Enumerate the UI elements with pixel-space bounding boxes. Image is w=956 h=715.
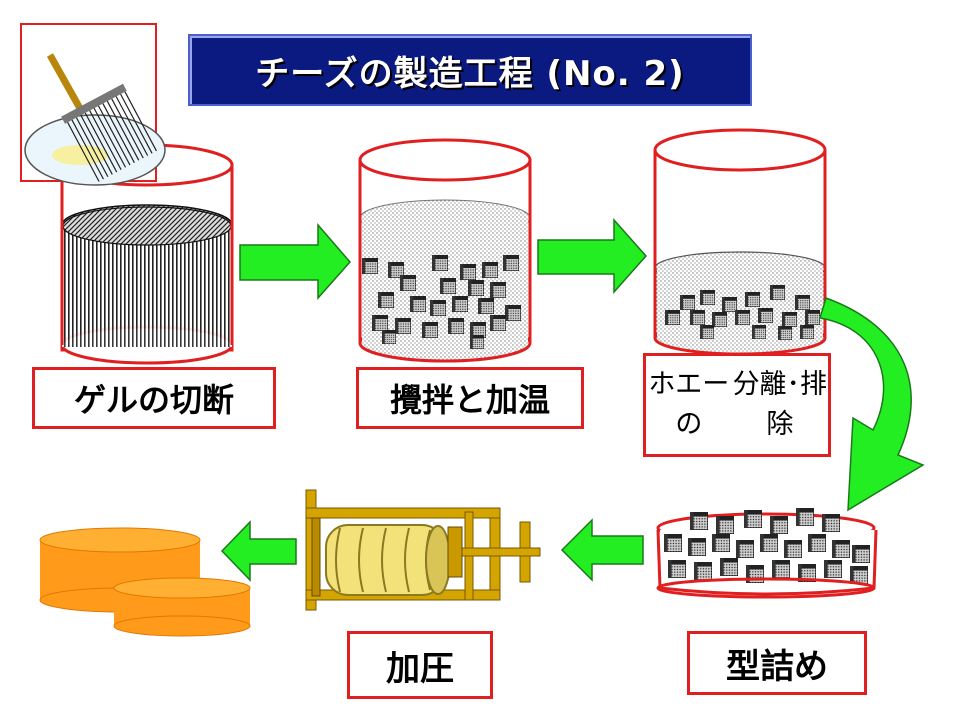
mold-filling (656, 508, 878, 599)
green-arrow-icon (239, 222, 351, 300)
container-whey (653, 128, 827, 356)
container-stirring (358, 138, 532, 363)
green-arrow-icon (220, 520, 297, 582)
step-label-line: ホエーの (648, 369, 730, 440)
step-label-whey-separation: ホエーの 分離･排除 (643, 353, 831, 457)
title-box: チーズの製造工程 (No. 2) (188, 34, 752, 106)
green-arrow-icon (819, 297, 925, 512)
green-arrow-icon (560, 518, 644, 582)
page-title: チーズの製造工程 (No. 2) (255, 53, 685, 94)
green-arrow-icon (537, 218, 648, 294)
cheese-wheel-icon (39, 527, 251, 637)
container-gel-cutting (60, 143, 234, 365)
cheese-press-icon (305, 489, 541, 611)
step-label-molding: 型詰め (687, 631, 867, 695)
step-label-pressing: 加圧 (347, 631, 493, 699)
gel-cutter-icon (20, 23, 166, 186)
step-label-line: 分離･排除 (732, 369, 828, 440)
step-label-gel-cutting: ゲルの切断 (32, 367, 276, 429)
step-label-stirring-heating: 攪拌と加温 (356, 367, 584, 429)
